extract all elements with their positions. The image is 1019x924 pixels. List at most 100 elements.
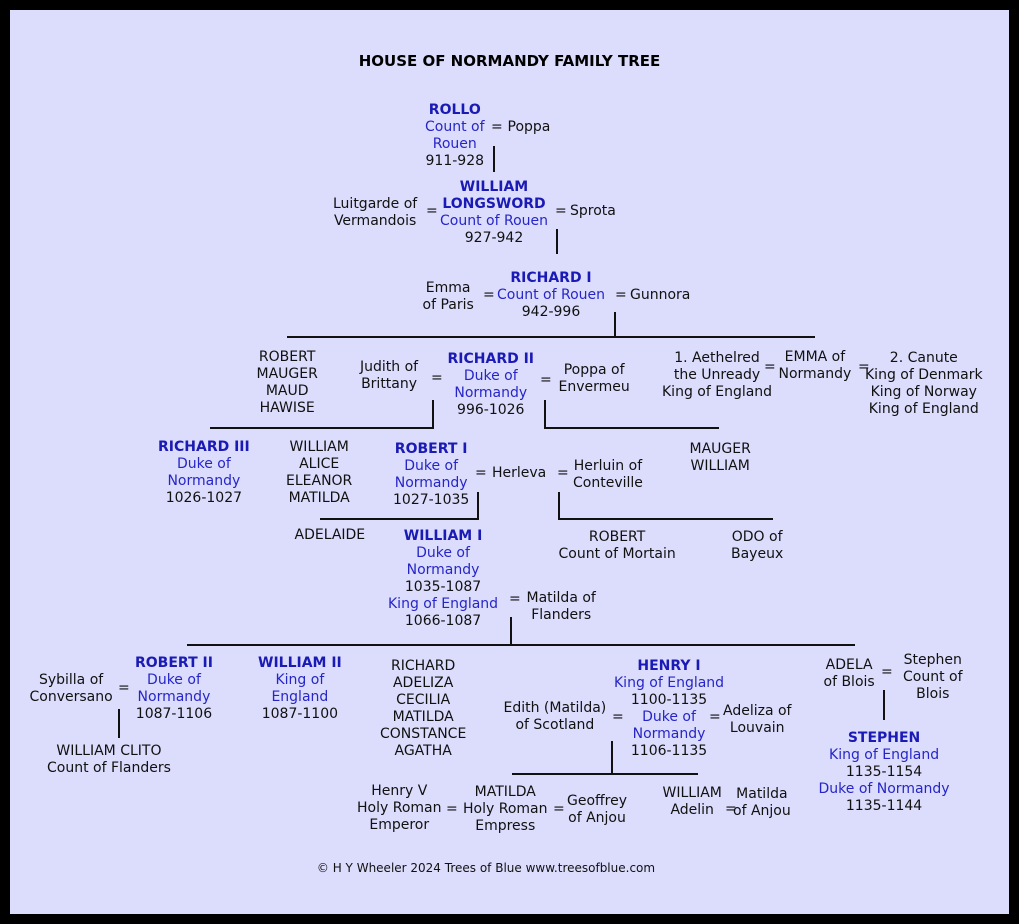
person-sprota: Sprota <box>570 203 616 220</box>
person-line: Count of Mortain <box>558 546 676 562</box>
person-line: Edith (Matilda) <box>503 700 607 716</box>
person-line: King of England <box>614 675 725 691</box>
person-line: 2. Canute <box>889 350 958 366</box>
person-line: RICHARD III <box>158 439 250 455</box>
marriage-sign: = <box>555 203 567 219</box>
person-line: ELEANOR <box>286 473 353 489</box>
person-line: Matilda <box>736 786 788 802</box>
person-line: Normandy <box>632 726 706 742</box>
marriage-sign: = <box>764 359 776 375</box>
person-line: Duke of <box>404 458 459 474</box>
person-line: STEPHEN <box>847 730 921 746</box>
person-line: ODO of <box>731 529 783 545</box>
person-line: Judith of <box>360 359 419 375</box>
marriage-sign: = <box>557 465 569 481</box>
person-line: Brittany <box>361 376 418 392</box>
person-line: of Anjou <box>568 810 626 826</box>
person-line: King of Norway <box>870 384 977 400</box>
person-line: MATILDA <box>392 709 454 725</box>
person-line: King of England <box>388 596 499 612</box>
person-line: HENRY I <box>637 658 701 674</box>
person-line: ROLLO <box>428 102 481 118</box>
descent-line <box>611 741 613 774</box>
descent-line <box>510 617 512 644</box>
person-line: Matilda of <box>526 590 596 606</box>
sibling-line <box>210 427 434 429</box>
person-line: England <box>271 689 329 705</box>
person-line: Stephen <box>903 652 962 668</box>
marriage-sign: = <box>491 119 503 135</box>
person-line: 942-996 <box>521 304 581 320</box>
person-line: ROBERT I <box>394 441 468 457</box>
person-line: 1100-1135 <box>630 692 708 708</box>
person-line: Count of Rouen <box>440 213 548 229</box>
person-line: Herleva <box>492 465 547 481</box>
page-title: HOUSE OF NORMANDY FAMILY TREE <box>358 52 661 70</box>
person-adelaide: ADELAIDE <box>295 527 366 544</box>
descent-line <box>477 492 479 519</box>
person-line: 1026-1027 <box>165 490 243 506</box>
person-line: Normandy <box>406 562 480 578</box>
person-line: ROBERT II <box>135 655 213 671</box>
person-line: King of England <box>662 384 773 400</box>
person-line: WILLIAM CLITO <box>56 743 162 759</box>
person-line: Rouen <box>432 136 477 152</box>
person-line: ROBERT <box>588 529 646 545</box>
marriage-sign: = <box>431 370 443 386</box>
descent-line <box>558 492 560 519</box>
person-line: Empress <box>475 818 536 834</box>
marriage-sign: = <box>509 591 521 607</box>
descent-line <box>544 400 546 428</box>
person-line: Holy Roman <box>463 801 548 817</box>
person-line: WILLIAM <box>662 785 722 801</box>
person-line: Duke of <box>147 672 201 688</box>
person-line: Emperor <box>369 817 430 833</box>
sibling-line <box>187 644 855 646</box>
descent-line <box>614 312 616 337</box>
person-line: Normandy <box>778 366 852 382</box>
marriage-sign: = <box>881 664 893 680</box>
person-line: 1035-1087 <box>404 579 482 595</box>
person-line: of Paris <box>422 297 474 313</box>
person-poppa: Poppa <box>508 119 551 136</box>
marriage-sign: = <box>475 465 487 481</box>
person-line: Duke of <box>176 456 231 472</box>
marriage-sign: = <box>553 801 565 817</box>
person-line: MAUGER <box>256 366 318 382</box>
marriage-sign: = <box>540 372 552 388</box>
person-line: Geoffrey <box>567 793 628 809</box>
person-edith: Edith (Matilda)of Scotland <box>504 700 607 734</box>
person-line: Holy Roman <box>357 800 442 816</box>
person-line: 996-1026 <box>457 402 525 418</box>
person-line: ADELA <box>825 657 873 673</box>
person-line: MATILDA <box>288 490 350 506</box>
person-line: MAUGER <box>689 441 751 457</box>
person-line: HAWISE <box>259 400 315 416</box>
person-line: WILLIAM <box>690 458 750 474</box>
person-line: Poppa of <box>563 362 625 378</box>
person-line: 1106-1135 <box>630 743 708 759</box>
marriage-sign: = <box>725 801 737 817</box>
person-line: 1066-1087 <box>404 613 482 629</box>
person-line: King of Denmark <box>865 367 983 383</box>
person-line: Bayeux <box>731 546 784 562</box>
